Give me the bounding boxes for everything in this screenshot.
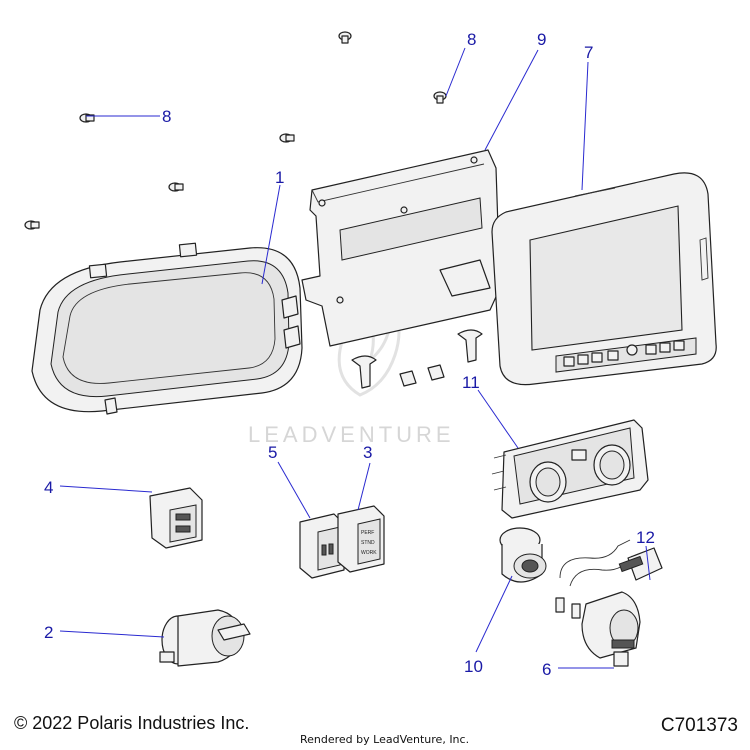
power-socket-10-part xyxy=(499,527,547,583)
callout-12: 12 xyxy=(636,528,655,547)
callout-9: 9 xyxy=(537,30,546,49)
switch-3-part: PERF STND WORK xyxy=(337,505,385,573)
callout-8-top: 8 xyxy=(467,30,476,49)
callout-3: 3 xyxy=(363,443,372,462)
switch-label-perf: PERF xyxy=(361,530,374,536)
callout-8-left: 8 xyxy=(162,107,171,126)
ignition-switch-part xyxy=(159,609,251,667)
screw-part xyxy=(168,182,184,192)
callout-10: 10 xyxy=(464,657,483,676)
screw-parts xyxy=(24,31,447,230)
clip-parts xyxy=(351,329,483,389)
rendered-by-text: Rendered by LeadVenture, Inc. xyxy=(300,733,470,746)
instrument-cluster-part xyxy=(31,242,303,415)
display-buttons xyxy=(563,340,685,367)
usb-socket-6-part xyxy=(581,591,641,667)
mounting-bracket-part xyxy=(301,149,501,347)
diagram-code: C701373 xyxy=(660,715,738,736)
switch-4-part xyxy=(149,487,203,549)
leader-lines xyxy=(59,47,651,669)
screw-part xyxy=(279,133,295,143)
control-panel-part xyxy=(491,419,649,519)
leadventure-watermark: LEADVENTURE xyxy=(248,297,455,447)
switch-5-part xyxy=(299,513,345,579)
switch-label-work: WORK xyxy=(361,550,377,556)
callout-6: 6 xyxy=(542,660,551,679)
screw-part xyxy=(24,220,40,230)
callout-7: 7 xyxy=(584,43,593,62)
screw-part xyxy=(338,31,352,44)
callout-1: 1 xyxy=(275,168,284,187)
callout-11: 11 xyxy=(462,373,480,392)
screw-part xyxy=(79,113,95,123)
callout-2: 2 xyxy=(44,623,53,642)
callout-numbers: 1 2 3 4 5 6 7 8 8 9 10 11 12 xyxy=(44,30,655,679)
watermark-text: LEADVENTURE xyxy=(248,422,455,447)
callout-4: 4 xyxy=(44,478,53,497)
screw-part xyxy=(433,91,447,104)
display-unit-part xyxy=(491,172,717,386)
wire-harness-12-part xyxy=(555,539,663,619)
copyright-text: © 2022 Polaris Industries Inc. xyxy=(14,713,250,733)
callout-5: 5 xyxy=(268,443,277,462)
switch-label-stnd: STND xyxy=(361,540,375,546)
